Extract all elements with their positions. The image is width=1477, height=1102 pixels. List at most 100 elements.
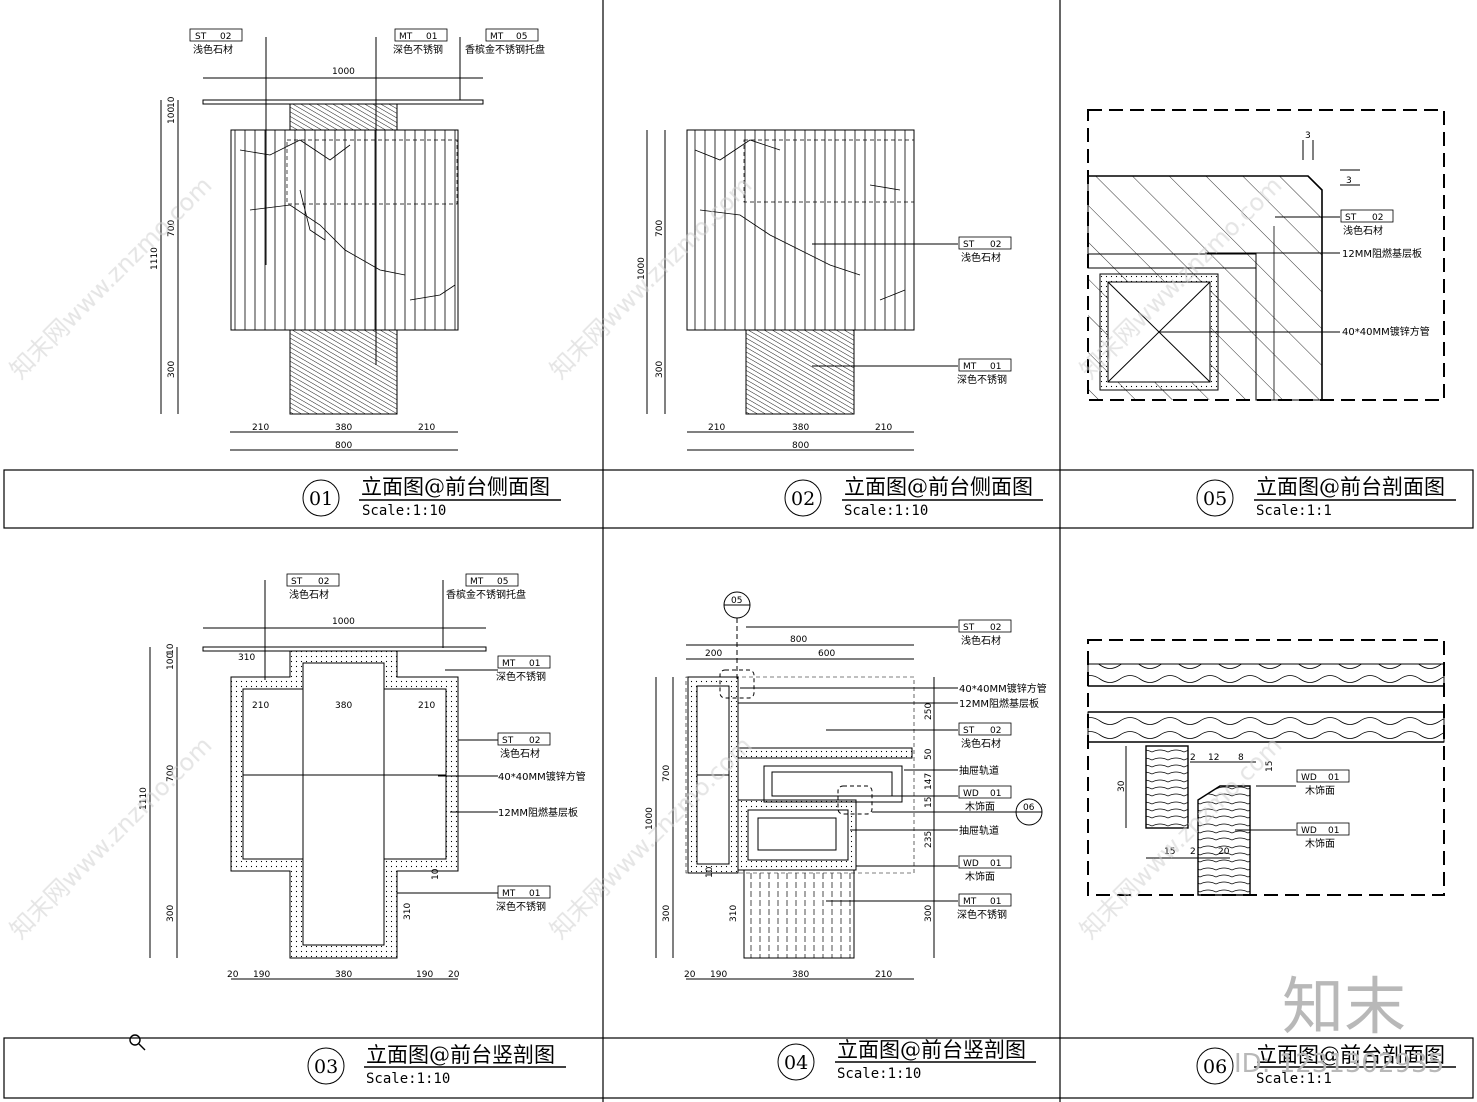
note-board: 12MM阻燃基层板 xyxy=(498,806,578,819)
tag-no: 01 xyxy=(1328,826,1339,836)
tag-name: 深色不锈钢 xyxy=(496,670,546,683)
dim-i1: 310 xyxy=(238,653,255,663)
dim-top: 1000 xyxy=(332,67,355,77)
panel-04-labels: 05 06 800 200 600 1000 700 300 250 50 14… xyxy=(645,596,1047,980)
tag-name: 香槟金不锈钢托盘 xyxy=(465,43,545,56)
dim-d2: 12 xyxy=(1208,753,1219,763)
panel-title: 立面图@前台剖面图 xyxy=(1256,475,1445,499)
panel-title: 立面图@前台竖剖图 xyxy=(366,1043,555,1067)
dim-left-bot: 300 xyxy=(167,361,177,378)
dim-r2: 50 xyxy=(924,748,934,760)
dim-b5: 20 xyxy=(448,970,460,980)
dim-l2: 310 xyxy=(729,905,739,922)
dim-left-a: 100 xyxy=(166,653,176,670)
dim-b2: 190 xyxy=(710,970,727,980)
tag-name: 木饰面 xyxy=(1305,837,1335,850)
tag-code: ST xyxy=(291,577,303,587)
panel-number: 05 xyxy=(1203,488,1227,510)
panel-title: 立面图@前台侧面图 xyxy=(361,475,550,499)
tag-name: 浅色石材 xyxy=(961,737,1001,750)
dim-left-mid: 700 xyxy=(166,765,176,782)
panel-02-side-elevation xyxy=(646,129,958,451)
tag-code: MT xyxy=(470,577,484,587)
tag-code: MT xyxy=(399,32,413,42)
panel-number: 02 xyxy=(791,488,815,510)
panel-02-labels: 1000 700 300 210 380 210 800 ST 02 浅色石材 … xyxy=(637,220,1012,451)
dim-b2: 380 xyxy=(792,423,809,433)
tag-no: 02 xyxy=(990,240,1001,250)
tag-name: 深色不锈钢 xyxy=(393,43,443,56)
dim-d1: 2 xyxy=(1190,753,1196,763)
dim-b-total: 800 xyxy=(335,441,352,451)
panel-01-labels: 1000 1110 100 10 700 300 210 380 210 800… xyxy=(150,28,545,451)
dim-l1: 10 xyxy=(705,866,715,878)
panel-04-vertical-section xyxy=(655,591,1043,980)
tag-no: 01 xyxy=(990,897,1001,907)
note-board: 12MM阻燃基层板 xyxy=(959,697,1039,710)
dim-d3: 8 xyxy=(1238,753,1244,763)
dim-left-mid: 700 xyxy=(167,220,177,237)
tag-name: 浅色石材 xyxy=(500,747,540,760)
panel-scale: Scale:1:10 xyxy=(366,1071,450,1087)
dim-b1: 20 xyxy=(227,970,239,980)
dim-r6: 300 xyxy=(924,905,934,922)
panel-number: 04 xyxy=(784,1052,808,1074)
tag-name: 木饰面 xyxy=(965,800,995,813)
panel-number: 06 xyxy=(1203,1056,1227,1078)
panel-03-title: 03 立面图@前台竖剖图 Scale:1:10 xyxy=(307,1043,566,1087)
note-tube: 40*40MM镀锌方管 xyxy=(959,682,1047,695)
dim-r1: 250 xyxy=(924,703,934,720)
dim-b1: 210 xyxy=(252,423,269,433)
tag-code: MT xyxy=(502,659,516,669)
dim-t1: 200 xyxy=(705,649,722,659)
section-tag-05: 05 xyxy=(731,596,742,606)
dim-left-bot: 300 xyxy=(662,905,672,922)
panel-03-labels: 1000 1110 100 10 700 300 310 210 380 210… xyxy=(139,573,586,980)
dim-r3: 147 xyxy=(924,773,934,790)
dim-left-total: 1110 xyxy=(139,787,149,810)
dim-d4: 15 xyxy=(1265,761,1275,772)
tag-no: 01 xyxy=(529,659,540,669)
panel-number: 03 xyxy=(314,1056,338,1078)
watermark-id: ID: 1231302935 xyxy=(1234,1049,1444,1079)
dim-left-b: 10 xyxy=(166,643,176,655)
panel-03-vertical-section xyxy=(149,580,498,980)
note-tube: 40*40MM镀锌方管 xyxy=(1342,325,1430,338)
tag-code: MT xyxy=(963,362,977,372)
dim-r4: 15 xyxy=(924,797,934,808)
note-board: 12MM阻燃基层板 xyxy=(1342,247,1422,260)
dim-b3: 210 xyxy=(875,423,892,433)
dim-b2: 2 xyxy=(1190,847,1196,857)
tag-name: 浅色石材 xyxy=(961,634,1001,647)
tag-code: WD xyxy=(963,789,979,799)
tag-no: 01 xyxy=(990,789,1001,799)
watermark-logo: 知末 xyxy=(1282,970,1406,1043)
dim-b1: 20 xyxy=(684,970,696,980)
panel-06-title: 06 立面图@前台剖面图 Scale:1:1 xyxy=(1196,1043,1456,1087)
dim-r2: 310 xyxy=(403,903,413,920)
dim-b3: 380 xyxy=(792,970,809,980)
panel-scale: Scale:1:1 xyxy=(1256,1071,1332,1087)
tag-no: 05 xyxy=(516,32,527,42)
dim-b3: 380 xyxy=(335,970,352,980)
section-tag-06: 06 xyxy=(1023,803,1035,813)
dim-left-total: 1000 xyxy=(645,807,655,830)
dim-d1: 3 xyxy=(1305,131,1311,141)
dim-b1: 210 xyxy=(708,423,725,433)
dim-b4: 190 xyxy=(416,970,433,980)
dim-left-total: 1110 xyxy=(150,247,160,270)
tag-no: 01 xyxy=(426,32,437,42)
dim-b4: 210 xyxy=(875,970,892,980)
tag-name: 浅色石材 xyxy=(961,251,1001,264)
tag-no: 01 xyxy=(990,859,1001,869)
zoom-icon[interactable] xyxy=(129,1034,146,1051)
dim-d2: 3 xyxy=(1346,176,1352,186)
panel-01-side-elevation xyxy=(160,37,484,451)
dim-i4: 210 xyxy=(418,701,435,711)
tag-name: 深色不锈钢 xyxy=(957,373,1007,386)
panel-scale: Scale:1:1 xyxy=(1256,503,1332,519)
dim-t2: 600 xyxy=(818,649,835,659)
watermark-text: 知末网www.znzmo.com xyxy=(4,731,217,944)
note-rail: 抽屉轨道 xyxy=(959,764,999,777)
dim-r1: 10 xyxy=(431,868,441,880)
